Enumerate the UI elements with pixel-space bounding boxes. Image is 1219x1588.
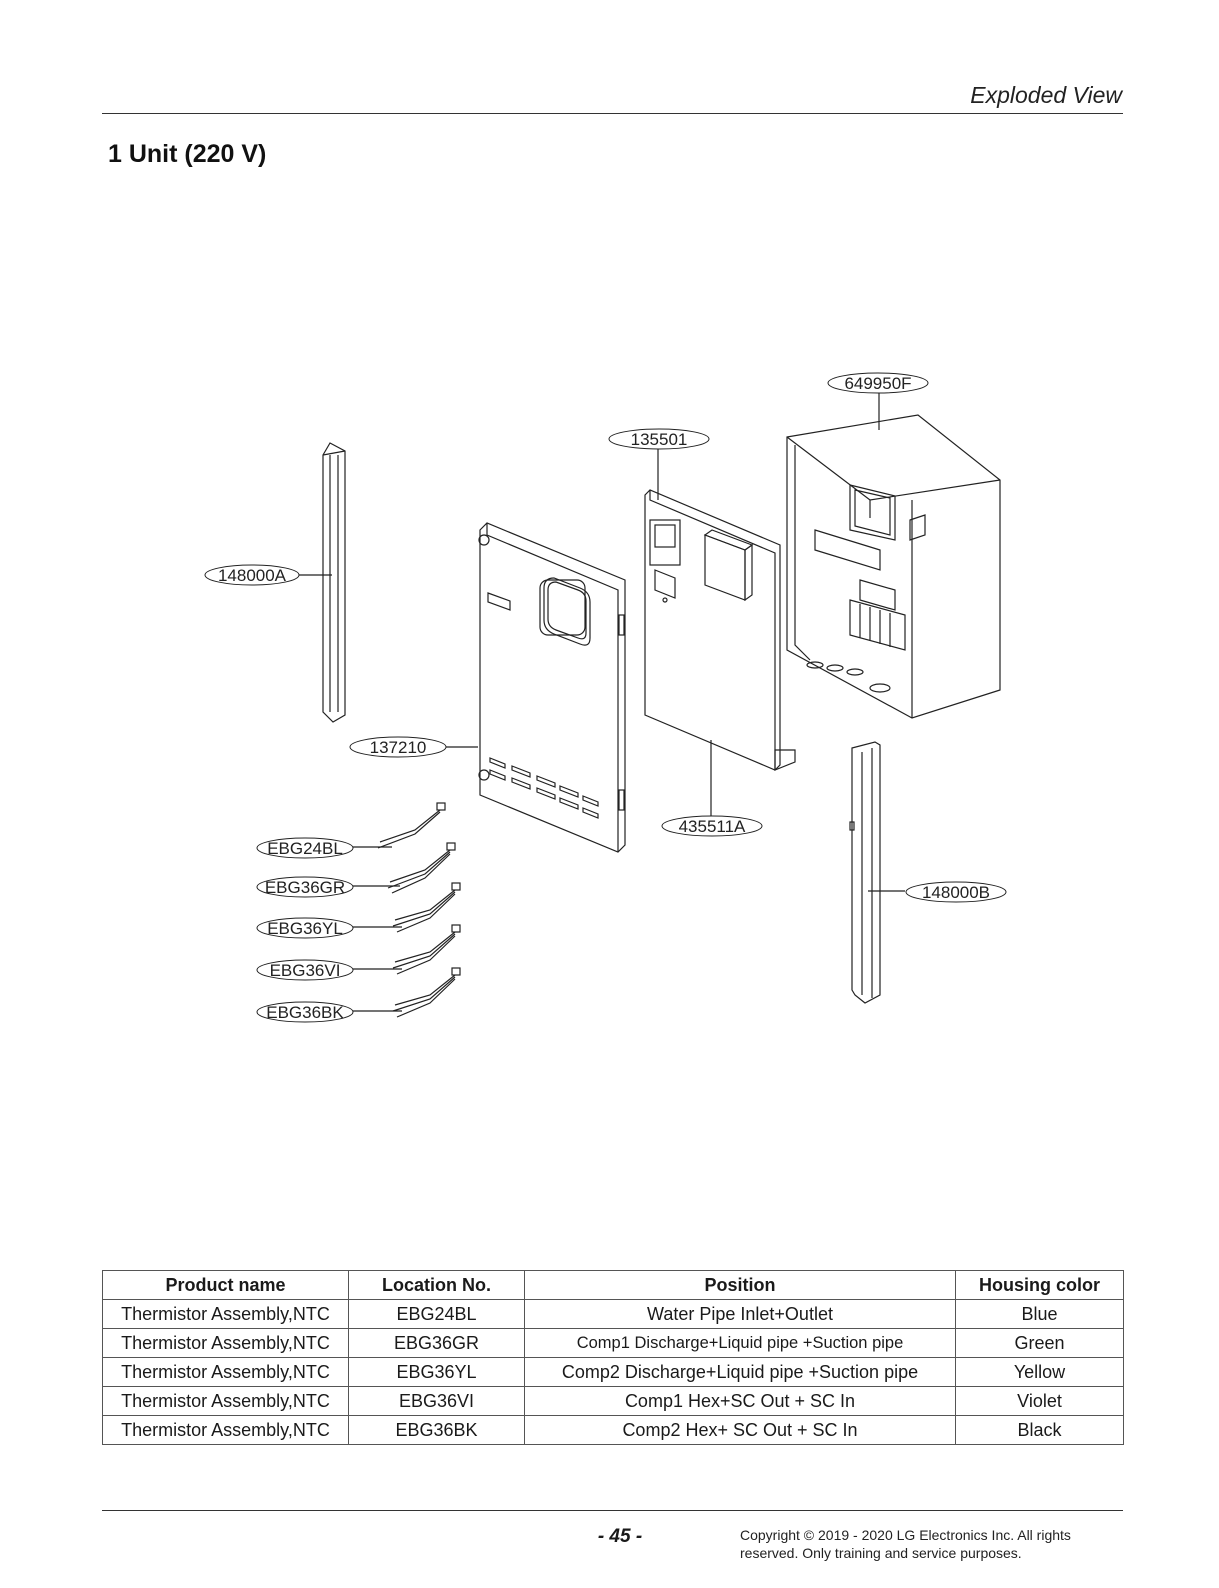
cell-location-no: EBG24BL — [348, 1299, 525, 1329]
cell-product-name: Thermistor Assembly,NTC — [102, 1415, 349, 1445]
callout-148000B-bubble — [905, 881, 1007, 903]
callout-148000A: 148000A — [218, 566, 287, 585]
cell-housing-color: Yellow — [955, 1357, 1124, 1387]
callout-148000A-bubble — [204, 564, 300, 586]
callout-EBG36BK: EBG36BK — [266, 1003, 344, 1022]
header-rule — [102, 113, 1123, 114]
callout-EBG36YL: EBG36YL — [267, 919, 343, 938]
callout-435511A: 435511A — [679, 817, 746, 836]
cell-position: Comp1 Hex+SC Out + SC In — [524, 1386, 956, 1416]
cell-position: Comp2 Discharge+Liquid pipe +Suction pip… — [524, 1357, 956, 1387]
copyright-line-2: reserved. Only training and service purp… — [740, 1545, 1022, 1561]
col-header-location-no: Location No. — [348, 1270, 525, 1300]
cell-product-name: Thermistor Assembly,NTC — [102, 1357, 349, 1387]
cell-location-no: EBG36YL — [348, 1357, 525, 1387]
table-row: Thermistor Assembly,NTC EBG36BK Comp2 He… — [102, 1415, 1124, 1445]
callout-649950F: 649950F — [844, 374, 911, 393]
table-header-row: Product name Location No. Position Housi… — [102, 1270, 1124, 1300]
callout-EBG36GR: EBG36GR — [265, 878, 345, 897]
cell-location-no: EBG36GR — [348, 1328, 525, 1358]
leader-lines — [298, 392, 905, 1012]
callout-EBG24BL-bubble — [256, 837, 354, 859]
callout-EBG36VI-bubble — [256, 959, 354, 981]
callout-EBG36BK-bubble — [256, 1001, 354, 1023]
cell-position: Water Pipe Inlet+Outlet — [524, 1299, 956, 1329]
side-panel-right — [849, 741, 881, 1004]
col-header-position: Position — [524, 1270, 956, 1300]
cell-product-name: Thermistor Assembly,NTC — [102, 1299, 349, 1329]
thermistor-assemblies — [377, 802, 461, 1018]
exploded-view-diagram: 649950F 135501 148000A 137210 435511A 14… — [204, 372, 1007, 1023]
side-panel-left — [322, 442, 346, 723]
table-row: Thermistor Assembly,NTC EBG36GR Comp1 Di… — [102, 1328, 1124, 1358]
cell-position: Comp1 Discharge+Liquid pipe +Suction pip… — [524, 1328, 956, 1358]
cell-housing-color: Blue — [955, 1299, 1124, 1329]
cell-housing-color: Black — [955, 1415, 1124, 1445]
table-row: Thermistor Assembly,NTC EBG24BL Water Pi… — [102, 1299, 1124, 1329]
cell-location-no: EBG36BK — [348, 1415, 525, 1445]
cell-product-name: Thermistor Assembly,NTC — [102, 1328, 349, 1358]
table-row: Thermistor Assembly,NTC EBG36VI Comp1 He… — [102, 1386, 1124, 1416]
callout-435511A-bubble — [661, 815, 763, 837]
thermistor-table: Product name Location No. Position Housi… — [102, 1270, 1124, 1445]
control-box — [786, 414, 1001, 719]
page-title: 1 Unit (220 V) — [108, 140, 267, 168]
cell-location-no: EBG36VI — [348, 1386, 525, 1416]
copyright-notice: Copyright © 2019 - 2020 LG Electronics I… — [740, 1526, 1120, 1562]
callout-135501-bubble — [608, 428, 710, 450]
cell-housing-color: Violet — [955, 1386, 1124, 1416]
table-row: Thermistor Assembly,NTC EBG36YL Comp2 Di… — [102, 1357, 1124, 1387]
callout-649950F-bubble — [827, 372, 929, 394]
front-door-panel — [478, 522, 626, 853]
footer-rule — [102, 1510, 1123, 1511]
callout-EBG36YL-bubble — [256, 917, 354, 939]
inner-panel — [644, 489, 796, 771]
callout-137210: 137210 — [370, 738, 427, 757]
callout-148000B: 148000B — [922, 883, 990, 902]
cell-product-name: Thermistor Assembly,NTC — [102, 1386, 349, 1416]
col-header-product-name: Product name — [102, 1270, 349, 1300]
col-header-housing-color: Housing color — [955, 1270, 1124, 1300]
copyright-line-1: Copyright © 2019 - 2020 LG Electronics I… — [740, 1527, 1071, 1543]
callout-EBG36VI: EBG36VI — [270, 961, 341, 980]
callout-EBG36GR-bubble — [256, 876, 354, 898]
callout-EBG24BL: EBG24BL — [267, 839, 343, 858]
page-number: - 45 - — [597, 1526, 643, 1547]
cell-position: Comp2 Hex+ SC Out + SC In — [524, 1415, 956, 1445]
cell-housing-color: Green — [955, 1328, 1124, 1358]
callout-135501: 135501 — [631, 430, 688, 449]
section-header: Exploded View — [970, 82, 1122, 108]
callout-137210-bubble — [349, 736, 447, 758]
